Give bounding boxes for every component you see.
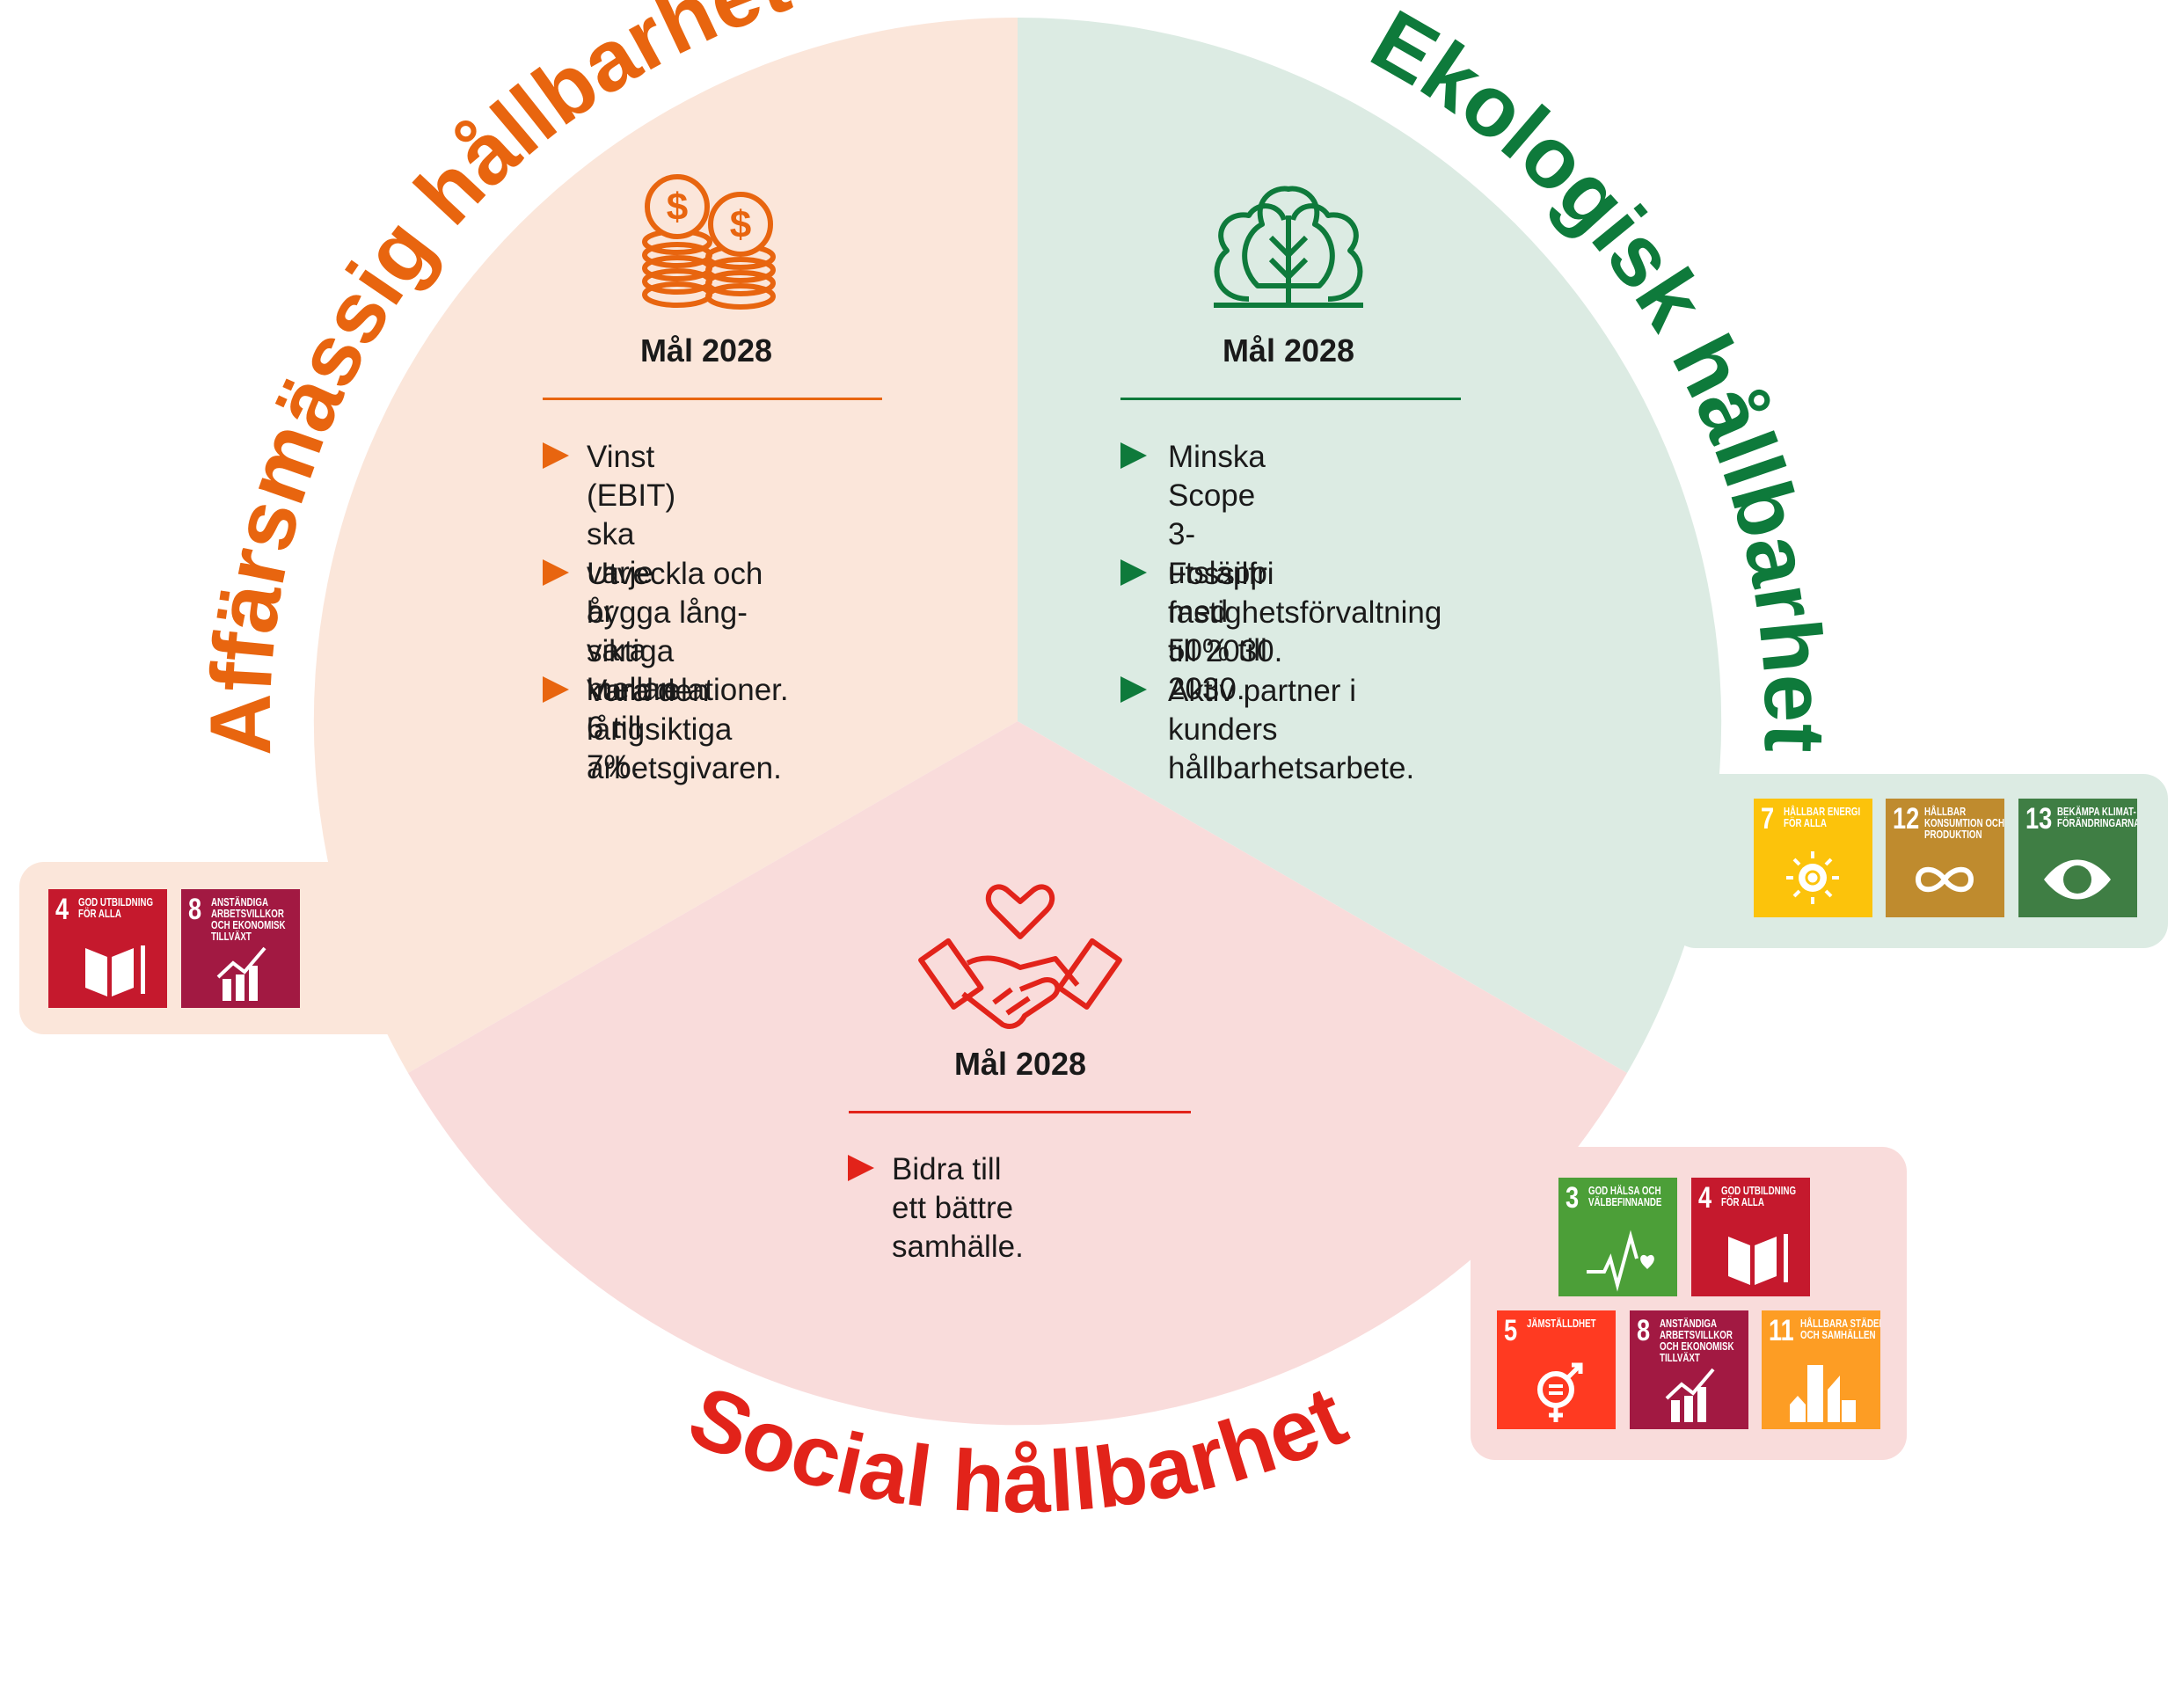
coins-icon: $ $ — [642, 174, 776, 310]
sdg-label: God hälsa och välbefinnande — [1588, 1185, 1662, 1208]
business-goal-item: Utveckla och bygga lång- siktiga kundrel… — [587, 557, 789, 707]
sdg-tile-13: 13Bekämpa klimat- förändringarna — [2018, 799, 2137, 917]
bullet-arrow-icon — [543, 676, 569, 703]
sdg-tile-8: 8 Anständiga arbetsvillkor och ekonomisk … — [1630, 1310, 1748, 1429]
sdg-label: Anständiga arbetsvillkor och ekonomisk t… — [1660, 1317, 1734, 1364]
sdg-goal-5-icon — [1537, 1362, 1583, 1422]
handshake-heart-icon — [918, 884, 1122, 1029]
sdg-label: Anständiga arbetsvillkor och ekonomisk t… — [211, 896, 286, 943]
sdg-label: God utbildning för alla — [78, 896, 154, 920]
bullet-arrow-icon — [1120, 442, 1147, 469]
ecological-divider — [1120, 398, 1461, 400]
sdg-goal-4-icon — [85, 945, 145, 996]
sdg-goal-13-icon — [2044, 859, 2111, 900]
ecological-goal-item: Aktiv partner i kunders hållbarhetsarbet… — [1168, 674, 1415, 785]
social-divider — [849, 1111, 1191, 1113]
sdg-number: 5 — [1504, 1314, 1518, 1347]
sdg-number: 7 — [1761, 802, 1775, 836]
sdg-label: Bekämpa klimat- förändringarna — [2057, 806, 2137, 829]
sdg-label: Hållbara städer och samhällen — [1800, 1317, 1880, 1341]
sdg-tile-4: 4 God utbildning för alla — [1691, 1178, 1810, 1296]
bullet-arrow-icon — [543, 559, 569, 586]
sector-ecological — [1018, 17, 1722, 1073]
business-goal-title: Mål 2028 — [639, 332, 773, 369]
sdg-tile-11: 11Hållbara städer och samhällen — [1762, 1310, 1880, 1429]
sdg-goal-7-icon — [1786, 851, 1839, 904]
sdg-goal-4-icon — [1728, 1234, 1788, 1285]
social-goal-item: Bidra till ett bättre samhälle. — [892, 1152, 1024, 1264]
sdg-goal-11-icon — [1790, 1365, 1856, 1422]
sdg-goal-12-icon — [1915, 866, 1974, 893]
sdg-number: 12 — [1893, 802, 1920, 836]
sdg-tile-4: 4 God utbildning för alla — [48, 889, 167, 1008]
bullet-arrow-icon — [1120, 676, 1147, 703]
ecological-goal-item: Minska Scope 3-utsläpp med 50% till 2030… — [1168, 440, 1267, 706]
sdg-label: Hållbar konsumtion och produktion — [1924, 806, 2004, 841]
sdg-label: Hållbar energi för alla — [1784, 806, 1861, 829]
bullet-arrow-icon — [848, 1155, 874, 1181]
bullet-arrow-icon — [543, 442, 569, 469]
trees-icon — [1214, 186, 1363, 308]
ecological-goal-item: Fossilfri fastighetsförvaltning till 203… — [1168, 557, 1442, 668]
sdg-number: 13 — [2025, 802, 2053, 836]
sdg-number: 4 — [55, 893, 69, 926]
sdg-number: 8 — [1637, 1314, 1651, 1347]
svg-text:$: $ — [667, 186, 688, 229]
business-goal-item: Vara den långsiktiga arbetsgivaren. — [587, 674, 782, 785]
sdg-number: 8 — [188, 893, 202, 926]
business-goal-item: Vinst (EBIT) ska varje år vara mellan 6 … — [587, 440, 678, 784]
sdg-tile-12: 12Hållbar konsumtion och produktion — [1886, 799, 2004, 917]
business-divider — [543, 398, 882, 400]
social-goal-title: Mål 2028 — [953, 1046, 1087, 1082]
ecological-goal-title: Mål 2028 — [1222, 332, 1355, 369]
sdg-number: 3 — [1566, 1181, 1580, 1215]
sdg-tile-8: 8 Anständiga arbetsvillkor och ekonomisk … — [181, 889, 300, 1008]
svg-text:$: $ — [730, 203, 751, 246]
sdg-number: 4 — [1698, 1181, 1712, 1215]
sdg-tile-5: 5 Jämställdhet — [1497, 1310, 1616, 1429]
sdg-goal-8-icon — [216, 946, 266, 1001]
sdg-label: Jämställdhet — [1527, 1317, 1596, 1330]
sdg-goal-3-icon — [1587, 1230, 1654, 1292]
sdg-goal-8-icon — [1665, 1368, 1715, 1422]
sdg-number: 11 — [1769, 1314, 1794, 1347]
sdg-tile-3: 3 God hälsa och välbefinnande — [1558, 1178, 1677, 1296]
sector-business — [313, 17, 1018, 1073]
bullet-arrow-icon — [1120, 559, 1147, 586]
sector-social — [408, 721, 1627, 1426]
sdg-tile-7: 7 Hållbar energi för alla — [1754, 799, 1872, 917]
sdg-label: God utbildning för alla — [1721, 1185, 1797, 1208]
